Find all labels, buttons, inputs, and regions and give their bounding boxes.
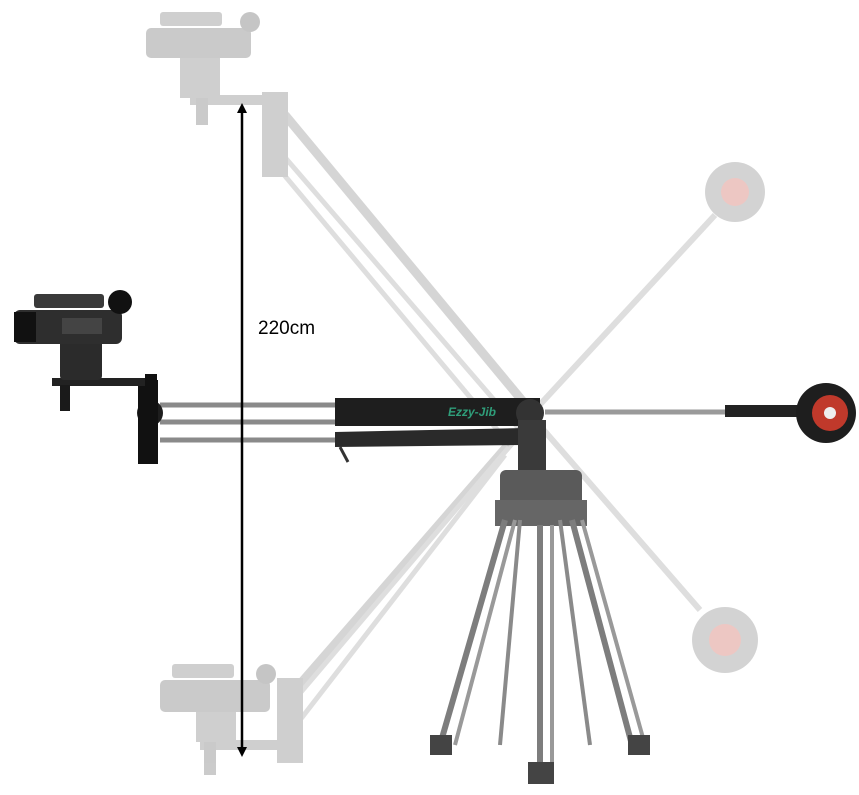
- arm-brand-text: Ezzy-Jib: [448, 405, 496, 419]
- ghost-arm-rod: [268, 138, 522, 432]
- ghost-position-top: [146, 12, 758, 673]
- ghost-camera-bottom: [160, 680, 270, 712]
- tripod-foot-right: [628, 735, 650, 755]
- pivot-post: [518, 420, 546, 472]
- tripod: [430, 470, 650, 784]
- pan-handle: [60, 385, 70, 411]
- counter-arm-end: [725, 405, 805, 417]
- ghost-counter-arm: [532, 418, 703, 612]
- height-dimension-label: 220cm: [258, 318, 316, 339]
- ghost-arm-lower: [291, 417, 534, 693]
- ghost-position-bottom: [160, 162, 765, 775]
- tripod-head-bowl: [500, 470, 582, 506]
- tripod-leg-right: [569, 519, 635, 746]
- ghost-counter-arm-up: [532, 212, 718, 413]
- arm-main-section: [335, 398, 540, 426]
- arm-lower-strut: [335, 428, 525, 447]
- camera-viewfinder: [108, 290, 132, 314]
- ghost-arm-upper: [281, 112, 534, 413]
- camera-lens: [14, 312, 36, 342]
- camera-plate: [52, 378, 152, 386]
- camera-handle: [34, 294, 104, 308]
- tripod-leg-left: [437, 519, 508, 746]
- fluid-head: [60, 340, 102, 380]
- camera-mount-bracket: [138, 380, 158, 464]
- tripod-foot-left: [430, 735, 452, 755]
- tripod-foot-center: [528, 762, 554, 784]
- ghost-head-bracket: [262, 92, 288, 177]
- ghost-camera-top: [146, 28, 251, 58]
- ghost-counterweight-top: [705, 162, 765, 222]
- ghost-counterweight-bottom: [692, 607, 758, 673]
- ghost-head-bracket-bottom: [277, 678, 303, 763]
- jib-main-position: Ezzy-Jib: [14, 290, 856, 472]
